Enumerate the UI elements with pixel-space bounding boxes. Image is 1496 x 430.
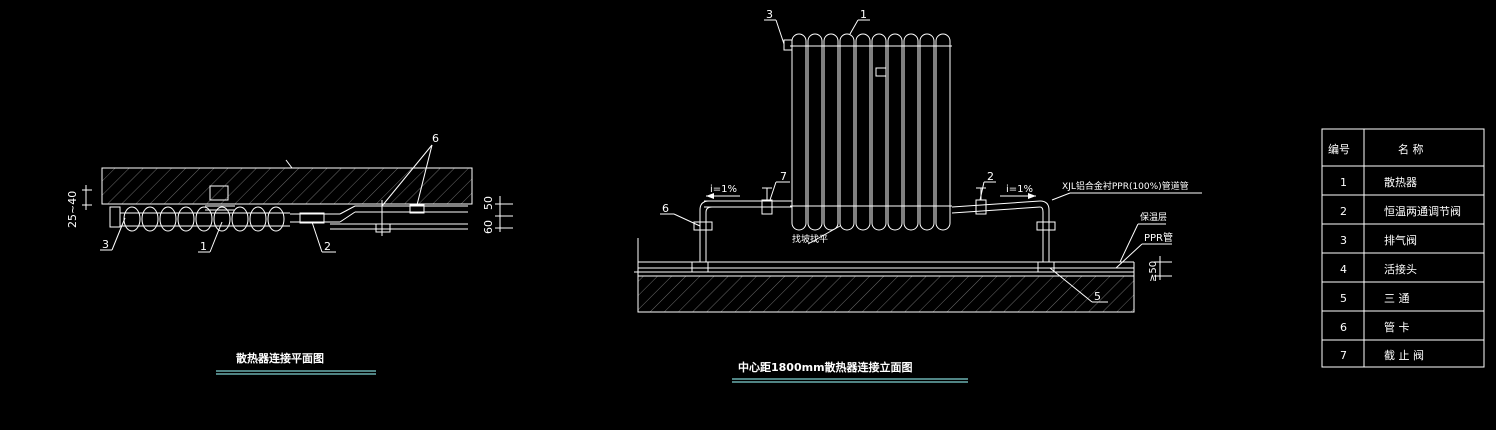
plan-view-title: 散热器连接平面图 [236, 351, 324, 365]
legend-row-no: 2 [1340, 205, 1347, 218]
elev-callout-3: 3 [766, 8, 773, 21]
plan-callout-2: 2 [324, 240, 331, 253]
note-fill: 找坡找平 [792, 233, 828, 245]
legend-header-name: 名 称 [1398, 142, 1424, 156]
elev-callout-2: 2 [987, 170, 994, 183]
legend-row-name: 散热器 [1384, 175, 1417, 189]
legend-row-name: 三 通 [1384, 292, 1410, 305]
elevation-radiator [783, 33, 952, 231]
plan-dim-right-2: 60 [482, 220, 495, 234]
plan-wall [101, 167, 473, 205]
legend-row-name: 恒温两通调节阀 [1384, 204, 1461, 218]
legend-row-no: 7 [1340, 349, 1347, 362]
floor-slab [637, 275, 1135, 313]
plan-dim-right-1: 50 [482, 196, 495, 210]
elevation-pipes [691, 187, 1056, 273]
elevation-view: i=1% i=1% 3 1 7 2 6 5 XJL铝合金衬PPR(100%)管道… [634, 8, 1202, 383]
legend-row-no: 5 [1340, 292, 1347, 305]
slope-left: i=1% [710, 184, 737, 195]
legend-row-no: 6 [1340, 321, 1347, 334]
plan-callout-3: 3 [102, 238, 109, 251]
legend-row-name: 排气阀 [1384, 233, 1417, 247]
legend-row-name: 活接头 [1384, 263, 1417, 276]
legend-header-no: 编号 [1328, 142, 1350, 156]
elev-callout-7: 7 [780, 170, 787, 183]
note-ppr: PPR管 [1144, 231, 1173, 244]
legend-row-no: 1 [1340, 176, 1347, 189]
plan-callout-1: 1 [200, 240, 207, 253]
note-insulation: 保温层 [1140, 211, 1167, 223]
elev-callout-1: 1 [860, 8, 867, 21]
elev-callout-6: 6 [662, 202, 669, 215]
plan-pipes [290, 200, 468, 236]
plan-radiator [109, 185, 290, 232]
pipe-note: XJL铝合金衬PPR(100%)管道管 [1062, 180, 1189, 192]
legend-row-no: 4 [1340, 263, 1347, 276]
plan-view: 25~40 50 60 3 1 2 6 散热器连接平面图 [66, 132, 513, 375]
legend-row-name: 管 卡 [1384, 320, 1410, 334]
elev-callout-5: 5 [1094, 290, 1101, 303]
legend-row-name: 截 止 阀 [1384, 348, 1424, 362]
slope-right: i=1% [1006, 184, 1033, 195]
legend-row-no: 3 [1340, 234, 1347, 247]
plan-callout-6: 6 [432, 132, 439, 145]
plan-dim-left: 25~40 [66, 191, 79, 228]
legend-table: 编号 名 称 1 散热器 2 恒温两通调节阀 3 排气阀 4 活接头 5 三 通… [1321, 128, 1485, 368]
elevation-view-title: 中心距1800mm散热器连接立面图 [738, 360, 913, 374]
elev-dim-right: ≥50 [1148, 261, 1159, 282]
